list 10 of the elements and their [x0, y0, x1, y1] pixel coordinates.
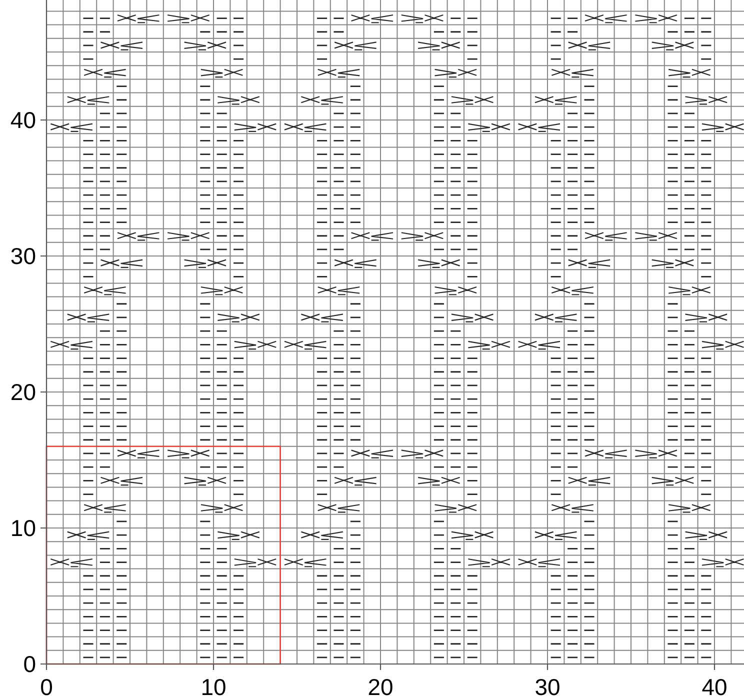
axis-tick-label: 0 [40, 676, 53, 699]
axis-tick-label: 20 [368, 676, 394, 699]
axis-tick-label: 30 [534, 676, 560, 699]
axis-tick-label: 0 [23, 652, 36, 676]
axis-tick-label: 30 [10, 244, 36, 268]
axis-tick-label: 40 [10, 108, 36, 132]
axis-tick-label: 40 [702, 676, 728, 699]
axis-tick-label: 10 [10, 516, 36, 540]
axis-tick-label: 10 [200, 676, 226, 699]
axis-tick-label: 20 [10, 380, 36, 404]
